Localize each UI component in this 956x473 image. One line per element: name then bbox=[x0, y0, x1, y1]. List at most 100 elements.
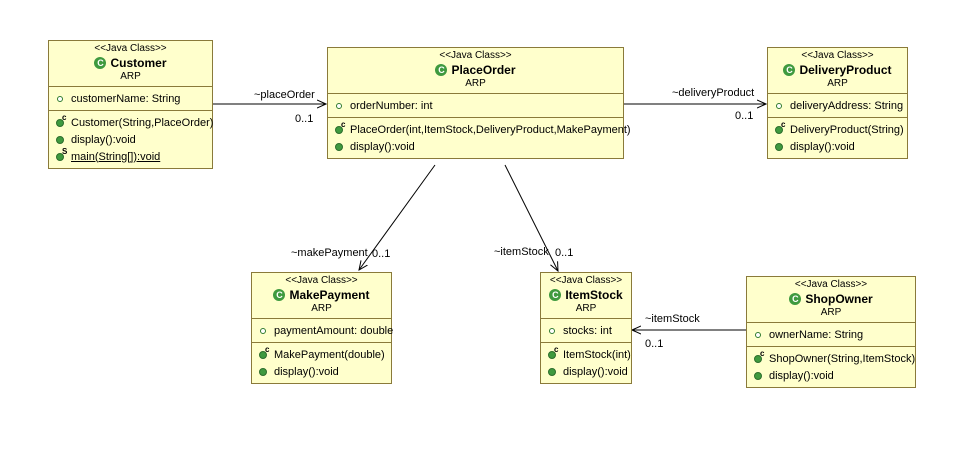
method-text: display():void bbox=[769, 369, 834, 382]
attribute-text: stocks: int bbox=[563, 324, 612, 337]
method-text: display():void bbox=[350, 140, 415, 153]
attribute-row[interactable]: orderNumber: int bbox=[328, 97, 623, 114]
package-name: ARP bbox=[827, 78, 848, 89]
class-shopowner[interactable]: <<Java Class>> C ShopOwner ARP ownerName… bbox=[746, 276, 916, 388]
method-icon bbox=[774, 141, 786, 153]
method-row[interactable]: c Customer(String,PlaceOrder) bbox=[49, 113, 214, 131]
stereotype: <<Java Class>> bbox=[285, 275, 358, 286]
method-icon bbox=[753, 370, 765, 382]
class-icon: C bbox=[435, 64, 448, 76]
field-icon bbox=[334, 100, 346, 112]
class-title: C ShopOwner bbox=[749, 291, 913, 307]
multiplicity-label-makepayment: 0..1 bbox=[372, 248, 391, 260]
method-row[interactable]: display():void bbox=[328, 138, 623, 155]
class-header: <<Java Class>> C ShopOwner ARP bbox=[747, 277, 915, 323]
class-itemstock[interactable]: <<Java Class>> C ItemStock ARP stocks: i… bbox=[540, 272, 632, 384]
method-row[interactable]: c MakePayment(double) bbox=[252, 345, 391, 363]
method-icon bbox=[55, 134, 67, 146]
attribute-text: paymentAmount: double bbox=[274, 324, 394, 337]
method-icon: c bbox=[55, 113, 67, 129]
package-name: ARP bbox=[465, 78, 486, 89]
method-text: Customer(String,PlaceOrder) bbox=[71, 116, 214, 129]
method-text: ShopOwner(String,ItemStock) bbox=[769, 352, 916, 365]
methods-section: c MakePayment(double) display():void bbox=[252, 343, 391, 383]
class-title: C PlaceOrder bbox=[330, 62, 621, 78]
method-row[interactable]: display():void bbox=[768, 138, 907, 155]
method-row[interactable]: c DeliveryProduct(String) bbox=[768, 120, 907, 138]
method-text: main(String[]):void bbox=[71, 150, 161, 163]
class-header: <<Java Class>> C DeliveryProduct ARP bbox=[768, 48, 907, 94]
class-name: ItemStock bbox=[565, 288, 623, 302]
stereotype: <<Java Class>> bbox=[439, 50, 512, 61]
role-label-itemstock: ~itemStock bbox=[494, 246, 549, 258]
class-title: C DeliveryProduct bbox=[770, 62, 905, 78]
method-text: display():void bbox=[790, 140, 855, 153]
field-icon bbox=[258, 325, 270, 337]
method-row[interactable]: c ShopOwner(String,ItemStock) bbox=[747, 349, 916, 367]
class-name: ShopOwner bbox=[805, 292, 873, 306]
attribute-text: deliveryAddress: String bbox=[790, 99, 904, 112]
class-header: <<Java Class>> C ItemStock ARP bbox=[541, 273, 631, 319]
attribute-row[interactable]: stocks: int bbox=[541, 322, 631, 339]
field-icon bbox=[547, 325, 559, 337]
class-icon: C bbox=[273, 289, 286, 301]
attribute-row[interactable]: customerName: String bbox=[49, 90, 212, 107]
method-icon: c bbox=[334, 120, 346, 136]
attributes-section: customerName: String bbox=[49, 87, 212, 111]
field-icon bbox=[753, 329, 765, 341]
attributes-section: ownerName: String bbox=[747, 323, 915, 347]
role-label-makepayment: ~makePayment bbox=[291, 247, 368, 259]
methods-section: c ShopOwner(String,ItemStock) display():… bbox=[747, 347, 915, 387]
class-placeorder[interactable]: <<Java Class>> C PlaceOrder ARP orderNum… bbox=[327, 47, 631, 159]
attributes-section: stocks: int bbox=[541, 319, 631, 343]
method-icon: c bbox=[774, 120, 786, 136]
method-text: display():void bbox=[563, 365, 628, 378]
field-icon bbox=[774, 100, 786, 112]
attributes-section: orderNumber: int bbox=[328, 94, 623, 118]
attribute-text: orderNumber: int bbox=[350, 99, 433, 112]
method-text: MakePayment(double) bbox=[274, 348, 385, 361]
role-label-shop-itemstock: ~itemStock bbox=[645, 313, 700, 325]
class-icon: C bbox=[94, 57, 107, 69]
method-row[interactable]: display():void bbox=[747, 367, 915, 384]
method-icon bbox=[334, 141, 346, 153]
method-row[interactable]: c ItemStock(int) bbox=[541, 345, 631, 363]
attribute-row[interactable]: deliveryAddress: String bbox=[768, 97, 907, 114]
method-icon: c bbox=[258, 345, 270, 361]
method-icon bbox=[547, 366, 559, 378]
class-deliveryproduct[interactable]: <<Java Class>> C DeliveryProduct ARP del… bbox=[767, 47, 908, 159]
method-text: DeliveryProduct(String) bbox=[790, 123, 904, 136]
methods-section: c DeliveryProduct(String) display():void bbox=[768, 118, 907, 158]
assoc-line-placeorder-itemstock bbox=[504, 164, 558, 271]
multiplicity-label-itemstock: 0..1 bbox=[555, 247, 574, 259]
attribute-row[interactable]: paymentAmount: double bbox=[252, 322, 394, 339]
package-name: ARP bbox=[575, 303, 597, 314]
method-row[interactable]: display():void bbox=[541, 363, 631, 380]
methods-section: c PlaceOrder(int,ItemStock,DeliveryProdu… bbox=[328, 118, 631, 158]
attribute-row[interactable]: ownerName: String bbox=[747, 326, 915, 343]
attributes-section: deliveryAddress: String bbox=[768, 94, 907, 118]
method-text: ItemStock(int) bbox=[563, 348, 631, 361]
stereotype: <<Java Class>> bbox=[794, 279, 868, 290]
class-icon: C bbox=[549, 289, 562, 301]
package-name: ARP bbox=[120, 71, 141, 82]
class-icon: C bbox=[789, 293, 802, 305]
method-row[interactable]: display():void bbox=[49, 131, 212, 148]
class-customer[interactable]: <<Java Class>> C Customer ARP customerNa… bbox=[48, 40, 213, 169]
class-title: C Customer bbox=[51, 55, 210, 71]
methods-section: c ItemStock(int) display():void bbox=[541, 343, 631, 383]
assoc-line-placeorder-makepayment bbox=[359, 164, 436, 270]
method-text: PlaceOrder(int,ItemStock,DeliveryProduct… bbox=[350, 123, 631, 136]
method-icon bbox=[258, 366, 270, 378]
role-label-placeorder: ~placeOrder bbox=[254, 89, 315, 101]
attribute-text: customerName: String bbox=[71, 92, 181, 105]
package-name: ARP bbox=[311, 303, 332, 314]
class-title: C ItemStock bbox=[543, 287, 629, 303]
static-method-icon: S bbox=[55, 147, 67, 163]
method-row[interactable]: S main(String[]):void bbox=[49, 147, 212, 165]
method-text: display():void bbox=[274, 365, 339, 378]
method-row[interactable]: display():void bbox=[252, 363, 391, 380]
method-row[interactable]: c PlaceOrder(int,ItemStock,DeliveryProdu… bbox=[328, 120, 631, 138]
class-makepayment[interactable]: <<Java Class>> C MakePayment ARP payment… bbox=[251, 272, 394, 384]
